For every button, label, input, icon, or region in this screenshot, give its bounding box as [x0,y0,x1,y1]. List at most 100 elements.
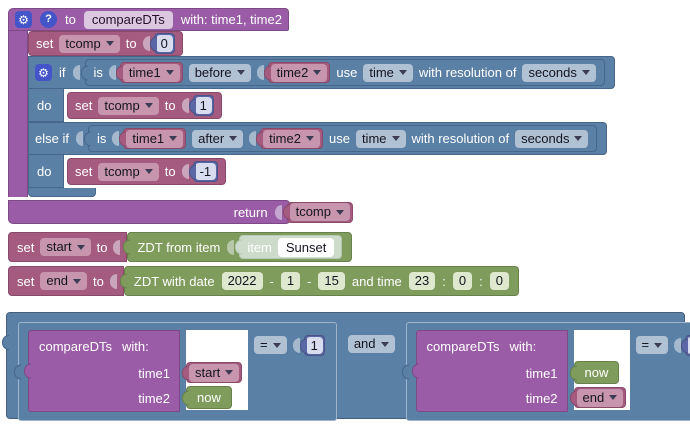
variable-dropdown[interactable]: end [40,272,88,290]
empty-socket[interactable] [574,330,630,360]
to-label: to [164,98,176,113]
set-end-statement[interactable]: set end to ZDT with date 2022 - 1 - 15 a… [8,266,519,296]
variable-getter-block[interactable]: time1 [123,128,187,149]
zdt-from-item-label: ZDT from item [137,239,221,255]
return-label: return [233,204,268,220]
elseif-condition-row[interactable]: else if is time1 after time2 use time wi… [28,122,608,155]
month-field[interactable]: 1 [280,272,301,290]
variable-dropdown[interactable]: time1 [122,63,180,82]
number-block[interactable]: -1 [192,161,219,182]
call-name-label: compareDTs [426,338,500,354]
variable-dropdown[interactable]: time2 [263,129,320,148]
equals-dropdown[interactable]: = [635,336,669,354]
variable-dropdown[interactable]: tcomp [98,96,159,115]
if-condition-row[interactable]: ⚙ if is time1 before time2 use time [28,56,615,89]
procedure-return-row[interactable]: return tcomp [8,200,353,224]
number-field[interactable]: 0 [155,35,173,52]
logic-and-block[interactable]: compareDTs with: time1 time2 start now =… [2,312,690,421]
item-name-field[interactable]: Sunset [277,237,335,257]
comparison-operator-dropdown[interactable]: after [192,129,244,148]
variable-dropdown[interactable]: tcomp [59,34,120,53]
number-block[interactable]: -1 [685,335,690,356]
comparison-block-left[interactable]: compareDTs with: time1 time2 start now =… [18,322,337,421]
equals-dropdown[interactable]: = [254,336,287,354]
source-dropdown[interactable]: time [363,63,413,82]
number-field[interactable]: -1 [687,337,690,354]
set-variable-block[interactable]: set tcomp to -1 [67,158,227,185]
date-separator: - [307,273,312,289]
set-variable-block[interactable]: set end to [8,266,124,296]
value-socket [113,239,121,255]
do-label: do [37,163,52,179]
set-variable-block[interactable]: set tcomp to 1 [67,92,222,119]
set-label: set [17,273,35,289]
variable-dropdown[interactable]: start [189,363,240,382]
comparison-operator-dropdown[interactable]: before [188,63,251,82]
set-variable-block[interactable]: set start to [8,232,128,262]
date-separator: - [269,273,274,289]
minute-field[interactable]: 0 [452,272,473,290]
zdt-from-item-block[interactable]: ZDT from item item Sunset [127,232,353,262]
zdt-with-date-block[interactable]: ZDT with date 2022 - 1 - 15 and time 23 … [123,266,519,296]
zdt-with-date-label: ZDT with date [133,273,215,289]
number-block[interactable]: 1 [303,335,325,356]
datetime-compare-block[interactable]: is time1 before time2 use time with reso… [84,59,605,86]
variable-getter-block[interactable]: time2 [260,128,323,149]
resolution-dropdown[interactable]: seconds [522,63,596,82]
procedure-header[interactable]: ⚙ ? to compareDTs with: time1, time2 [8,8,289,31]
procedure-call-block[interactable]: compareDTs with: time1 time2 [28,330,180,412]
and-operator-dropdown[interactable]: and [347,335,395,353]
resolution-dropdown[interactable]: seconds [515,129,589,148]
variable-getter-block[interactable]: start [186,362,243,383]
and-time-label: and time [351,273,402,289]
now-block[interactable]: now [186,386,232,409]
to-label: to [96,239,108,255]
variable-getter-block[interactable]: end [573,387,627,408]
number-field[interactable]: 1 [305,337,323,354]
procedure-call-block[interactable]: compareDTs with: time1 time2 [415,330,568,412]
now-block[interactable]: now [573,361,620,384]
variable-dropdown[interactable]: time1 [126,129,184,148]
if-else-block[interactable]: ⚙ if is time1 before time2 use time [28,56,615,197]
set-variable-block[interactable]: set tcomp to 0 [28,31,183,56]
call-with-label: with: [121,338,149,354]
return-value-block[interactable]: tcomp [286,201,353,223]
set-label: set [36,36,54,51]
second-field[interactable]: 0 [489,272,509,290]
condition-socket [75,131,83,146]
variable-dropdown[interactable]: start [40,238,91,256]
number-block[interactable]: 1 [192,95,214,116]
datetime-compare-block[interactable]: is time1 after time2 use time with resol… [87,125,598,152]
set-start-statement[interactable]: set start to ZDT from item item Sunset [8,232,353,262]
help-icon[interactable]: ? [40,11,57,28]
call-name-label: compareDTs [39,338,112,354]
call-arg-label-time1: time1 [138,366,170,381]
variable-dropdown[interactable]: end [576,388,624,407]
empty-socket[interactable] [186,330,248,360]
set-label: set [17,239,35,255]
procedure-definition-block[interactable]: ⚙ ? to compareDTs with: time1, time2 set… [8,8,615,224]
number-field[interactable]: 1 [194,97,212,114]
number-block[interactable]: 0 [153,33,175,54]
mutator-gear-icon[interactable]: ⚙ [15,11,32,28]
value-socket [112,131,120,146]
variable-dropdown[interactable]: time2 [270,63,328,82]
variable-dropdown[interactable]: tcomp [98,162,159,181]
condition-socket [72,65,80,80]
source-dropdown[interactable]: time [355,129,406,148]
item-block[interactable]: item Sunset [239,235,343,259]
is-label: is [93,65,103,80]
do-statement-row[interactable]: do set tcomp to 1 [28,89,222,122]
variable-getter-block[interactable]: time1 [119,62,183,83]
mutator-gear-icon[interactable]: ⚙ [35,64,52,81]
hour-field[interactable]: 23 [408,272,436,290]
comparison-block-right[interactable]: compareDTs with: time1 time2 now end = -… [405,322,690,421]
variable-getter-block[interactable]: time2 [267,62,331,83]
procedure-name-field[interactable]: compareDTs [83,10,173,29]
number-field[interactable]: -1 [194,163,217,180]
variable-dropdown[interactable]: tcomp [289,203,350,221]
day-field[interactable]: 15 [318,272,345,290]
do-statement-row[interactable]: do set tcomp to -1 [28,155,227,188]
year-field[interactable]: 2022 [221,272,263,290]
